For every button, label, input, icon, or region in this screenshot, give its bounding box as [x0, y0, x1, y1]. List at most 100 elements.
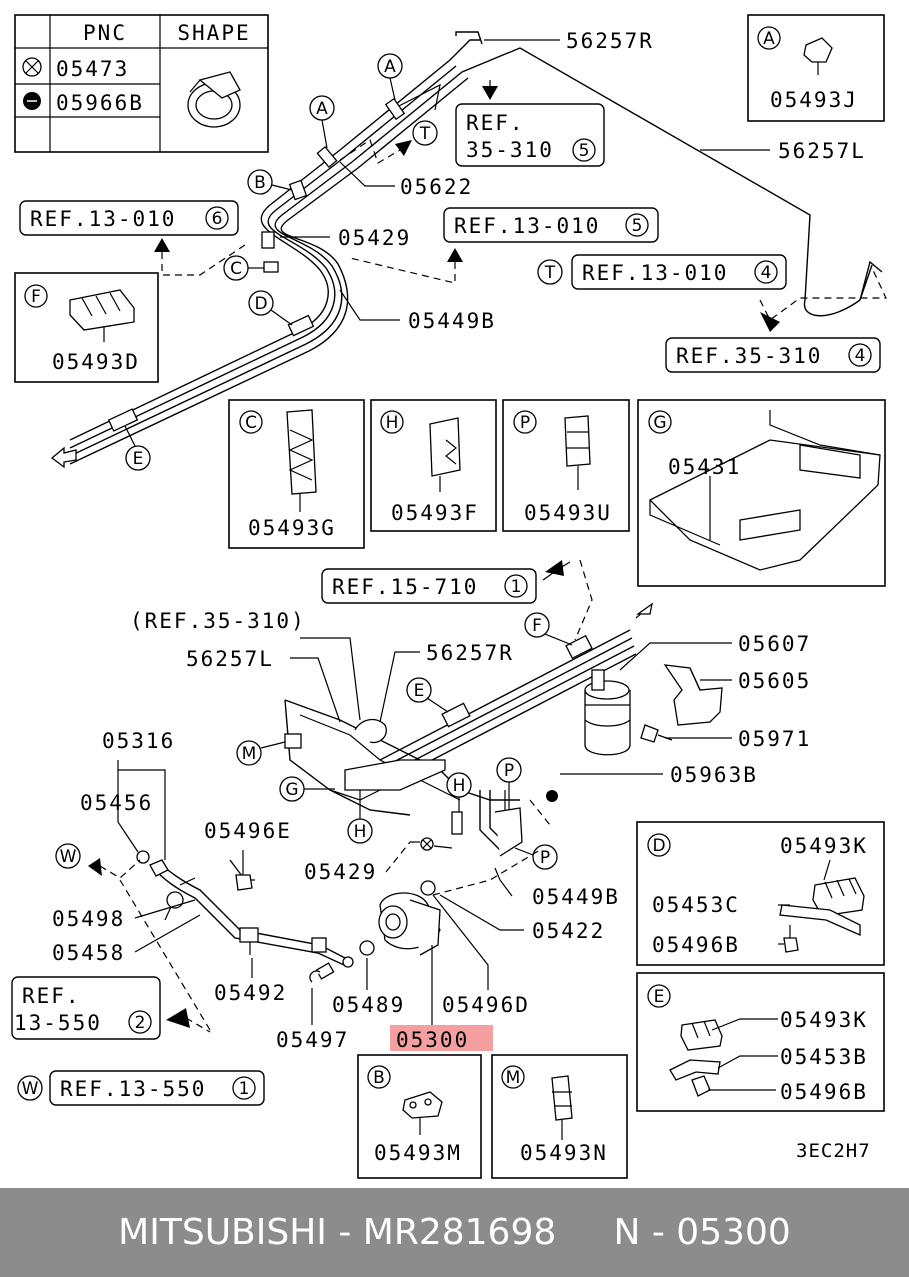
clip-k-icon [812, 877, 865, 917]
part-05493G: 05493G [248, 516, 336, 540]
marker-h: H [386, 413, 399, 433]
ref-text: REF. [22, 984, 81, 1008]
bracket-05453B-icon [669, 1059, 721, 1081]
clip-f-icon [429, 417, 461, 492]
ref-arrow-icon [482, 86, 498, 100]
ref-arrow-icon [154, 238, 170, 252]
part-05489: 05489 [332, 993, 405, 1017]
detail-box-c: C 05493G [228, 399, 365, 549]
bracket-05605 [663, 664, 723, 726]
detail-box-p: P 05493U [502, 399, 630, 532]
ref-arrow-icon [760, 312, 780, 332]
parts-diagram: PNC SHAPE 05473 05966B A 05493J [11, 14, 887, 1179]
marker-a-upper-2: A [316, 99, 328, 119]
ref-number: 5 [632, 216, 643, 236]
bolt-05496B-icon [783, 925, 799, 953]
ref-number: 2 [135, 1013, 146, 1033]
ref-arrow-icon [395, 140, 412, 156]
part-05496E: 05496E [204, 819, 292, 843]
detail-box-b: B 05493M [357, 1054, 482, 1179]
part-05453C: 05453C [652, 893, 740, 917]
marker-w-lower: W [60, 847, 77, 867]
ref-35-310-paren: (REF.35-310) [130, 609, 306, 633]
part-05316: 05316 [102, 729, 175, 753]
part-05493K-e: 05493K [780, 1008, 868, 1032]
part-05429-lower: 05429 [304, 860, 377, 884]
ref-text: REF.13-010 [454, 214, 600, 238]
marker-h-lower-2: H [453, 776, 466, 796]
ref-13-010-6: REF.13-010 6 [19, 200, 246, 276]
part-05429: 05429 [338, 226, 411, 250]
ref-number: 1 [239, 1079, 250, 1099]
diagram-code: 3EC2H7 [796, 1140, 871, 1162]
part-05449B-lower: 05449B [532, 885, 620, 909]
bolt-05496B-icon [691, 1075, 776, 1097]
part-05493N: 05493N [520, 1141, 608, 1165]
detail-box-h: H 05493F [370, 399, 497, 532]
part-05493K: 05493K [780, 834, 868, 858]
part-56257R-lower: 56257R [426, 641, 514, 665]
flow-arrow-icon [635, 602, 653, 615]
upper-markers: A A B C D E T [124, 53, 438, 471]
clip-j-icon [803, 37, 833, 75]
marker-p-lower: P [504, 761, 514, 781]
ref-13-550-1: W REF.13-550 1 [17, 1070, 265, 1106]
hose-clamp-icon [187, 71, 241, 128]
marker-t: T [544, 263, 556, 283]
marker-f: F [31, 287, 41, 307]
flow-arrow-icon [50, 446, 77, 469]
detail-box-g: G 05431 [637, 399, 886, 587]
ref-number: 4 [761, 263, 772, 283]
ref-arrow-icon [545, 560, 564, 576]
legend-header-shape: SHAPE [177, 21, 250, 45]
ref-35-310-5: REF. 35-310 5 [455, 80, 605, 167]
part-05605: 05605 [738, 669, 811, 693]
part-05496B: 05496B [652, 933, 740, 957]
ref-text: 35-310 [466, 138, 554, 162]
part-05300: 05300 [396, 1028, 469, 1052]
legend-pnc-05966B: 05966B [56, 91, 144, 115]
ref-13-010-4: T REF.13-010 4 [537, 254, 787, 290]
hose-05963B [537, 699, 581, 802]
marker-f-lower: F [532, 616, 542, 636]
detail-box-a: A 05493J [747, 14, 885, 122]
part-05453B: 05453B [780, 1045, 868, 1069]
ref-number: 5 [579, 141, 590, 161]
part-05971: 05971 [738, 727, 811, 751]
ref-arrow-icon [166, 1008, 190, 1028]
ref-text: REF.13-010 [582, 261, 728, 285]
marker-d-upper: D [254, 294, 267, 314]
part-05963B: 05963B [670, 763, 758, 787]
marker-a: A [763, 29, 775, 49]
marker-e-upper: E [133, 449, 144, 469]
clip-m-icon [402, 1091, 443, 1135]
part-05458: 05458 [52, 941, 125, 965]
footer-part-info: MITSUBISHI - MR281698 N - 05300 [118, 1212, 791, 1253]
part-05449B: 05449B [408, 309, 496, 333]
marker-a-upper-1: A [384, 57, 396, 77]
pipe-route-upper [50, 31, 883, 469]
clip-u-icon [564, 415, 591, 490]
marker-g-lower: G [285, 780, 298, 800]
bolt-05496E [235, 850, 253, 891]
ref-text: REF.35-310 [676, 344, 822, 368]
ref-text: 13-550 [14, 1011, 102, 1035]
fuel-filter-05300 [342, 880, 441, 968]
part-05607: 05607 [738, 632, 811, 656]
clip-n-icon [551, 1075, 573, 1140]
detail-box-e: E 05493K 05453B 05496B [636, 972, 885, 1112]
part-05496B-e: 05496B [780, 1080, 868, 1104]
ref-number: 1 [511, 577, 522, 597]
bracket-05453C-icon [779, 904, 861, 936]
part-05498: 05498 [52, 907, 125, 931]
part-05496D: 05496D [442, 993, 530, 1017]
marker-e: E [654, 987, 665, 1007]
marker-m: M [506, 1068, 521, 1088]
legend-table: PNC SHAPE 05473 05966B [14, 14, 269, 153]
marker-c: C [245, 413, 257, 433]
cross-circle-icon [420, 837, 453, 851]
ref-number: 4 [855, 346, 866, 366]
clip-d-icon [69, 289, 135, 342]
marker-g: G [653, 413, 666, 433]
part-05493U: 05493U [524, 501, 612, 525]
